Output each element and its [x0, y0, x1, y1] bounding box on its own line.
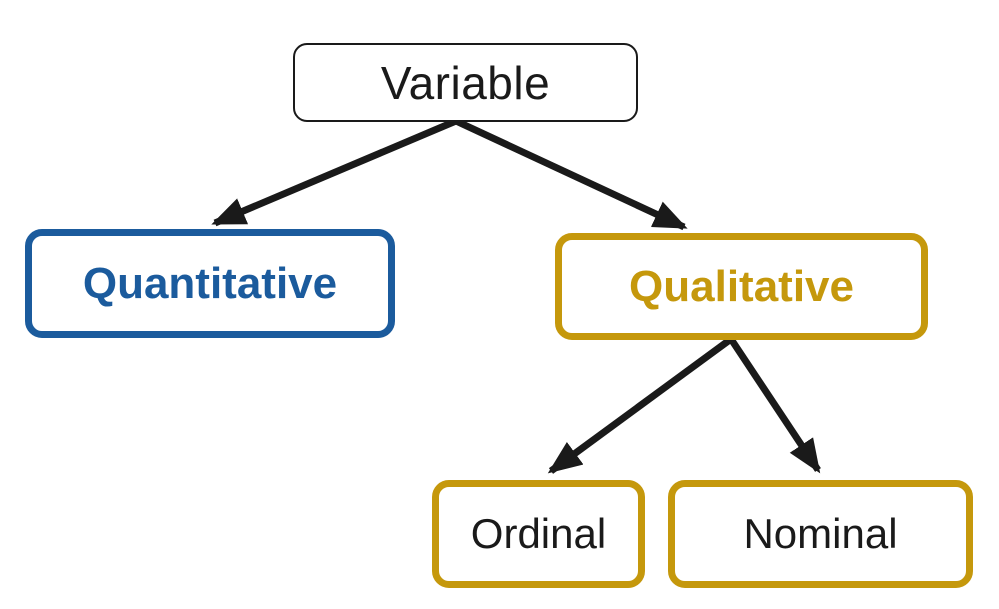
- edge-qualitative-nominal: [728, 337, 821, 474]
- edge-variable-qualitative: [454, 117, 688, 231]
- node-variable-label: Variable: [380, 56, 551, 109]
- edge-variable-quantitative: [211, 117, 458, 227]
- node-qualitative: Qualitative: [555, 233, 928, 340]
- node-nominal: Nominal: [668, 480, 973, 588]
- node-quantitative: Quantitative: [25, 229, 395, 338]
- node-qualitative-label: Qualitative: [629, 261, 854, 311]
- node-ordinal-label: Ordinal: [470, 510, 607, 557]
- edge-qualitative-ordinal: [547, 336, 734, 474]
- node-variable: Variable: [293, 43, 638, 122]
- node-nominal-label: Nominal: [743, 510, 898, 557]
- node-quantitative-label: Quantitative: [82, 258, 338, 308]
- node-ordinal: Ordinal: [432, 480, 645, 588]
